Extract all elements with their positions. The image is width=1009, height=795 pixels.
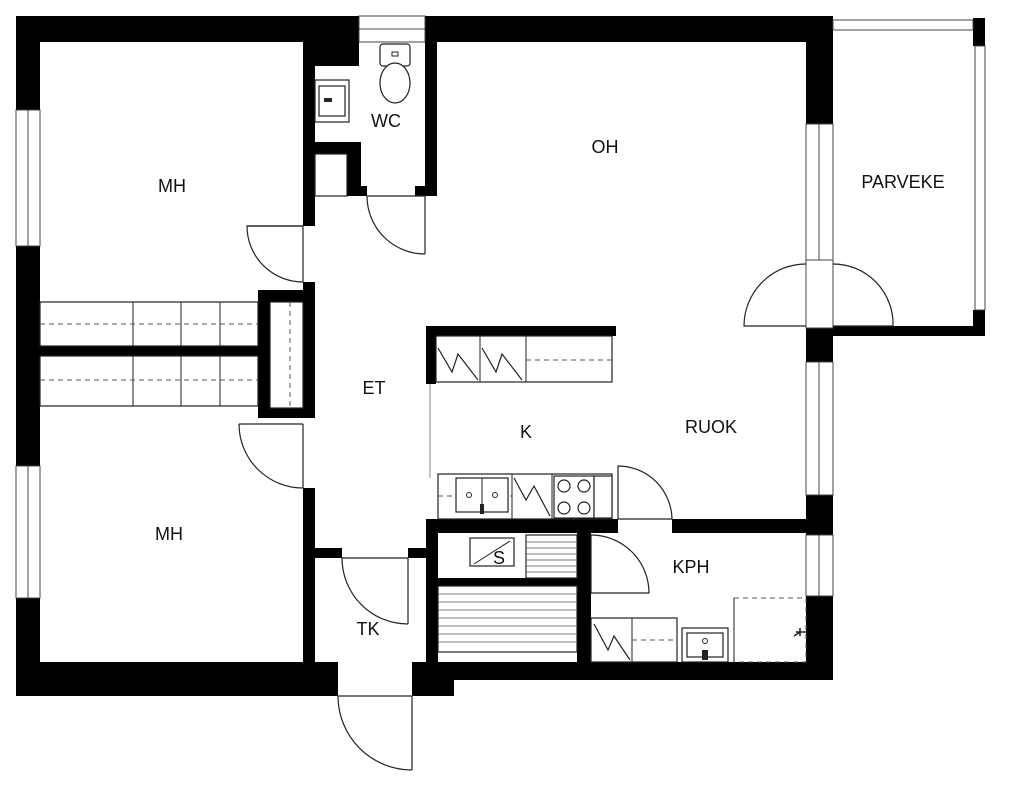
label-wc: WC bbox=[371, 111, 401, 131]
sauna-bench-upper bbox=[525, 534, 578, 579]
shower-area bbox=[733, 597, 807, 663]
door-entrance bbox=[337, 695, 413, 771]
label-kph: KPH bbox=[672, 557, 709, 577]
balcony-glazing-top bbox=[832, 19, 974, 31]
windows bbox=[15, 15, 986, 599]
label-s: S bbox=[493, 548, 505, 568]
label-tk: TK bbox=[356, 619, 379, 639]
fixtures bbox=[314, 43, 807, 663]
label-ruok: RUOK bbox=[685, 417, 737, 437]
walls bbox=[16, 16, 985, 696]
door-mh-upper bbox=[246, 225, 304, 283]
kitchen-upper-cabinets bbox=[435, 335, 613, 383]
door-tk bbox=[341, 557, 409, 625]
balcony-glazing-right bbox=[974, 45, 986, 311]
sauna-bench-lower bbox=[437, 585, 578, 653]
label-mh-lower: MH bbox=[155, 524, 183, 544]
wardrobes bbox=[39, 153, 348, 409]
stove bbox=[553, 475, 595, 519]
door-balcony-outer bbox=[832, 263, 894, 327]
door-mh-lower bbox=[238, 423, 304, 489]
door-balcony-inner bbox=[743, 263, 807, 327]
room-labels: MH MH WC OH PARVEKE ET K RUOK KPH S TK bbox=[155, 111, 945, 639]
label-parveke: PARVEKE bbox=[861, 172, 944, 192]
shower-head bbox=[793, 628, 806, 637]
label-mh-upper: MH bbox=[158, 176, 186, 196]
label-k: K bbox=[520, 422, 532, 442]
door-kph bbox=[617, 465, 673, 520]
label-oh: OH bbox=[592, 137, 619, 157]
door-wc bbox=[366, 195, 426, 255]
balcony-door bbox=[805, 259, 834, 329]
doors bbox=[238, 195, 894, 771]
door-sauna bbox=[590, 534, 650, 594]
label-et: ET bbox=[362, 378, 385, 398]
